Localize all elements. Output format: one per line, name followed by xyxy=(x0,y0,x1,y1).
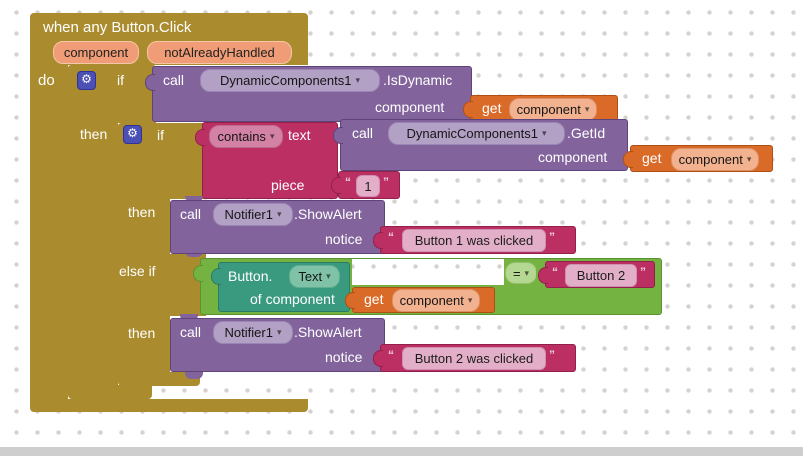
chevron-down-icon: ▾ xyxy=(326,271,331,281)
get-label-2: get xyxy=(642,150,662,166)
variable-dropdown-component-3[interactable]: component ▾ xyxy=(392,289,480,312)
statement-notch xyxy=(185,196,203,202)
call-getid-plug xyxy=(333,127,343,144)
chevron-down-icon: ▾ xyxy=(524,267,530,278)
chevron-down-icon: ▾ xyxy=(746,154,752,164)
contains-text-label: text xyxy=(288,127,311,143)
string-alert1-plug xyxy=(373,232,383,249)
variable-dropdown-component-1[interactable]: component ▾ xyxy=(509,98,597,121)
close-quote: ” xyxy=(549,230,555,244)
dropdown-value: = xyxy=(512,265,521,281)
chevron-down-icon: ▾ xyxy=(276,209,282,219)
component-dropdown-dynamiccomponents1[interactable]: DynamicComponents1 ▾ xyxy=(200,69,380,92)
horizontal-scrollbar[interactable] xyxy=(0,447,803,456)
call-getid-call-label: call xyxy=(352,125,374,141)
get-component-1-plug xyxy=(463,101,473,118)
call-isdynamic-arg-socket xyxy=(455,98,465,115)
property-dropdown-text[interactable]: Text ▾ xyxy=(289,265,340,288)
call-isdynamic-plug xyxy=(145,74,155,91)
component-dropdown-dynamiccomponents1[interactable]: DynamicComponents1 ▾ xyxy=(388,122,565,145)
showalert2-call-label: call xyxy=(180,324,202,340)
string-input-alert1[interactable]: Button 1 was clicked xyxy=(402,229,546,252)
dropdown-value: DynamicComponents1 xyxy=(219,73,352,88)
component-dropdown-notifier1[interactable]: Notifier1 ▾ xyxy=(213,203,293,226)
call-isdynamic-method: .IsDynamic xyxy=(383,72,453,88)
logic-compare-empty-gap xyxy=(352,259,504,285)
chevron-down-icon: ▾ xyxy=(276,327,282,337)
chevron-down-icon: ▾ xyxy=(584,104,590,114)
statement-notch xyxy=(180,314,198,321)
if-outer-bottom-bar xyxy=(68,385,152,399)
string-piece-plug xyxy=(331,177,341,194)
dropdown-value: DynamicComponents1 xyxy=(406,126,538,141)
open-quote: “ xyxy=(388,230,394,244)
dropdown-value: component xyxy=(516,102,581,117)
string-input-alert2[interactable]: Button 2 was clicked xyxy=(402,347,546,370)
event-param-component[interactable]: component xyxy=(53,41,139,64)
if-inner-bottom-bar xyxy=(118,372,200,386)
call-getid-arg-label: component xyxy=(538,149,608,165)
chevron-down-icon: ▾ xyxy=(269,131,275,141)
chevron-down-icon: ▾ xyxy=(467,295,473,305)
contains-operator-dropdown[interactable]: contains ▾ xyxy=(209,125,283,148)
call-getid-method: .GetId xyxy=(567,125,606,141)
string-button2-plug xyxy=(538,267,548,284)
if-inner-then2-label: then xyxy=(128,325,156,341)
call-getid-arg-socket xyxy=(615,148,625,165)
mutator-gear-icon[interactable]: ⚙ xyxy=(123,125,142,144)
open-quote: “ xyxy=(552,265,558,279)
dropdown-value: Text xyxy=(298,269,323,284)
contains-text-socket xyxy=(326,127,336,144)
string-input-button2[interactable]: Button 2 xyxy=(565,264,637,287)
dropdown-value: contains xyxy=(217,129,266,144)
if-outer-label: if xyxy=(117,72,124,88)
get-component-2-plug xyxy=(623,151,633,168)
contains-piece-label: piece xyxy=(271,177,305,193)
showalert1-call-label: call xyxy=(180,206,202,222)
statement-notch xyxy=(185,372,203,379)
if-inner-then-label: then xyxy=(128,204,156,220)
string-input-piece[interactable]: 1 xyxy=(356,175,380,197)
logic-compare-plug xyxy=(193,265,203,282)
if-inner-label: if xyxy=(157,127,164,143)
any-button-prefix: Button. xyxy=(228,268,273,284)
call-isdynamic-call-label: call xyxy=(163,72,185,88)
of-component-label: of component xyxy=(250,291,335,307)
get-label-1: get xyxy=(482,100,502,116)
dropdown-value: Notifier1 xyxy=(224,207,273,222)
any-button-text-plug xyxy=(211,268,221,285)
when-block-left-spine xyxy=(30,65,68,399)
open-quote: “ xyxy=(345,175,351,189)
chevron-down-icon: ▾ xyxy=(541,128,547,138)
call-isdynamic-arg-label: component xyxy=(375,99,445,115)
component-dropdown-notifier1[interactable]: Notifier1 ▾ xyxy=(213,321,293,344)
showalert1-notice-label: notice xyxy=(325,231,363,247)
showalert1-method: .ShowAlert xyxy=(294,206,362,222)
if-inner-elseif-label: else if xyxy=(119,263,156,279)
when-block-bottom-bar xyxy=(30,399,308,412)
dropdown-value: component xyxy=(399,293,464,308)
close-quote: ” xyxy=(549,348,555,362)
dropdown-value: Notifier1 xyxy=(224,325,273,340)
contains-block-plug xyxy=(195,129,205,146)
do-label: do xyxy=(38,72,55,89)
event-param-notalreadyhandled[interactable]: notAlreadyHandled xyxy=(147,41,292,64)
mutator-gear-icon[interactable]: ⚙ xyxy=(77,71,96,90)
when-block-title: when any Button.Click xyxy=(43,19,192,36)
close-quote: ” xyxy=(640,265,646,279)
if-outer-then-label: then xyxy=(80,126,108,142)
compare-operator-dropdown[interactable]: = ▾ xyxy=(505,262,537,284)
showalert2-method: .ShowAlert xyxy=(294,324,362,340)
variable-dropdown-component-2[interactable]: component ▾ xyxy=(671,148,759,171)
dropdown-value: component xyxy=(678,152,743,167)
if-outer-left-spine xyxy=(68,123,118,385)
showalert2-notice-label: notice xyxy=(325,349,363,365)
get-label-3: get xyxy=(364,291,384,307)
open-quote: “ xyxy=(388,348,394,362)
chevron-down-icon: ▾ xyxy=(355,75,361,85)
string-alert2-plug xyxy=(373,350,383,367)
close-quote: ” xyxy=(383,175,389,189)
get-component-3-plug xyxy=(345,292,355,309)
